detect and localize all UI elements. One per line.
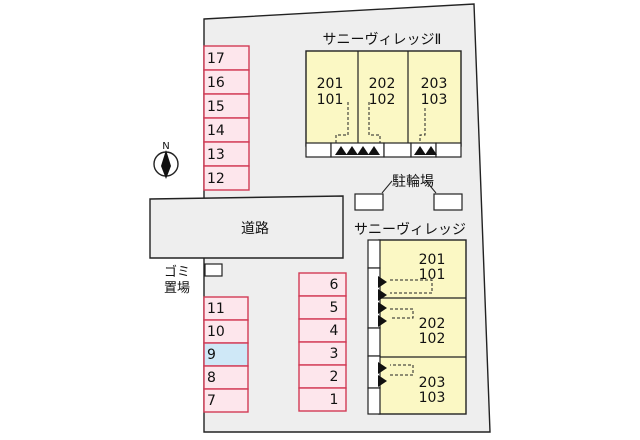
unit-number: 103	[419, 390, 446, 406]
unit-number: 202	[369, 76, 396, 92]
unit-number: 203	[421, 76, 448, 92]
unit-number: 102	[369, 92, 396, 108]
parking-slot-7	[203, 388, 249, 413]
entrance-arrow-icon	[414, 146, 426, 155]
parking-slot-label: 7	[207, 393, 216, 409]
unit-number: 102	[419, 331, 446, 347]
entrance-box	[367, 239, 381, 269]
unit-number: 201	[317, 76, 344, 92]
parking-slot-4	[298, 318, 347, 343]
building-sunny-village-2: サニーヴィレッジⅡ 201 101 202 102 203 103	[305, 31, 462, 158]
parking-slot-label: 14	[207, 123, 225, 139]
parking-slot-label: 3	[330, 346, 339, 362]
entrance-arrow-icon	[378, 375, 387, 387]
road-label: 道路	[241, 221, 269, 237]
parking-slot-1	[298, 387, 347, 412]
parking-slot-label: 1	[330, 392, 339, 408]
entrance-box	[367, 387, 381, 415]
parking-slot-14	[203, 117, 250, 143]
parking-slot-15	[203, 93, 250, 119]
parking-slot-6	[298, 272, 347, 297]
parking-left-top: 17 16 15 14 13 12	[203, 45, 250, 191]
unit-number: 103	[421, 92, 448, 108]
entrance-arrow-icon	[368, 146, 380, 155]
entrance-box	[305, 142, 332, 158]
parking-slot-label: 4	[330, 323, 339, 339]
unit-number: 101	[317, 92, 344, 108]
parking-slot-16	[203, 69, 250, 95]
north-label: N	[162, 141, 169, 152]
entrance-arrow-icon	[378, 315, 387, 327]
building-name: サニーヴィレッジⅡ	[323, 31, 442, 48]
parking-slot-3	[298, 341, 347, 366]
entrance-arrow-icon	[378, 302, 387, 314]
parking-left-bottom: 11 10 9 8 7	[203, 296, 249, 413]
north-arrow-icon: N	[153, 141, 179, 179]
garbage-label-2: 置場	[164, 281, 190, 296]
parking-slot-2	[298, 364, 347, 389]
parking-slot-label: 16	[207, 75, 225, 91]
entrance-box	[435, 142, 462, 158]
parking-slot-label: 13	[207, 147, 225, 163]
unit-number: 202	[419, 316, 446, 332]
parking-slot-5	[298, 295, 347, 320]
entrance-arrow-icon	[378, 289, 387, 301]
building-name: サニーヴィレッジ	[354, 221, 466, 238]
entrance-arrow-icon	[357, 146, 369, 155]
parking-slot-12	[203, 165, 250, 191]
parking-slot-label: 10	[207, 324, 225, 340]
unit-number: 203	[419, 375, 446, 391]
unit-number: 201	[419, 252, 446, 268]
parking-slot-label: 15	[207, 99, 225, 115]
parking-slot-label: 9	[207, 347, 216, 363]
parking-slot-label: 8	[207, 370, 216, 386]
parking-slot-label: 17	[207, 51, 225, 67]
parking-center: 6 5 4 3 2 1	[298, 272, 347, 412]
parking-slot-label: 6	[330, 277, 339, 293]
entrance-box	[383, 142, 412, 158]
bicycle-label: 駐輪場	[392, 173, 434, 190]
garbage-station: ゴミ 置場	[164, 263, 223, 296]
entrance-arrow-icon	[425, 146, 437, 155]
road	[149, 195, 344, 259]
entrance-arrow-icon	[378, 276, 387, 288]
building-body	[305, 50, 462, 147]
garbage-box	[204, 263, 223, 277]
bicycle-rack	[433, 193, 463, 211]
building-sunny-village: サニーヴィレッジ 201 101 202 102 203 103	[354, 221, 467, 415]
garbage-label-1: ゴミ	[164, 264, 190, 280]
bicycle-parking: 駐輪場	[354, 173, 463, 211]
parking-slot-label: 2	[330, 369, 339, 385]
entrance-box	[367, 327, 381, 357]
parking-slot-label: 12	[207, 171, 225, 187]
unit-number: 101	[419, 267, 446, 283]
parking-slot-label: 5	[330, 300, 339, 316]
parking-slot-label: 11	[207, 301, 225, 317]
entrance-arrow-icon	[346, 146, 358, 155]
road-junction	[202, 200, 206, 257]
entrance-arrow-icon	[335, 146, 347, 155]
parking-slot-13	[203, 141, 250, 167]
entrance-arrow-icon	[378, 362, 387, 374]
bicycle-rack	[354, 193, 384, 211]
